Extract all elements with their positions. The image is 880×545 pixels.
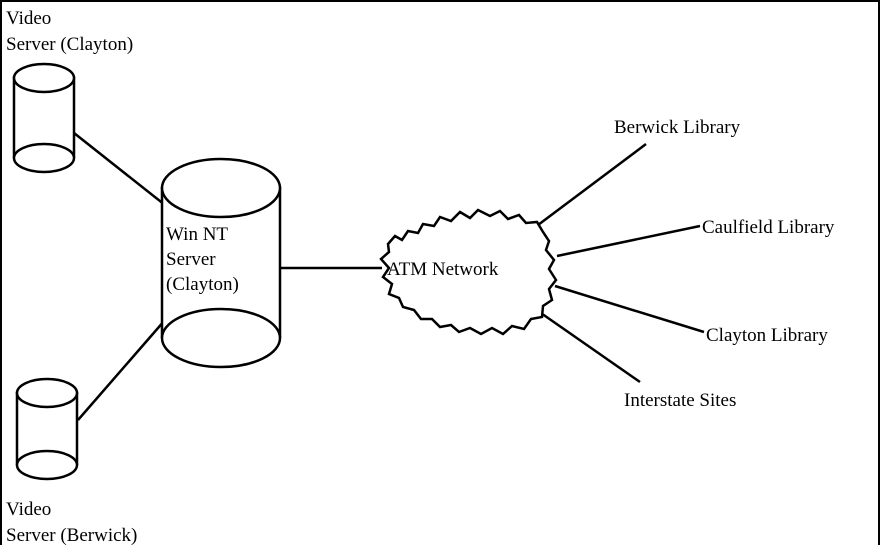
atm-network-cloud bbox=[379, 208, 558, 336]
video-server-clayton-cylinder bbox=[12, 62, 76, 174]
nt-server-label: Win NT Server (Clayton) bbox=[166, 224, 239, 295]
edge-atm-to-caulfield bbox=[556, 224, 701, 258]
video-server-berwick-label: Video Server (Berwick) bbox=[6, 499, 137, 545]
clayton-library-label: Clayton Library bbox=[706, 325, 828, 346]
atm-network-label: ATM Network bbox=[387, 259, 499, 280]
edge-video-berwick-to-nt bbox=[77, 319, 166, 421]
edge-atm-to-berwick bbox=[537, 143, 647, 226]
edge-atm-to-clayton bbox=[554, 284, 705, 334]
video-server-clayton-label: Video Server (Clayton) bbox=[6, 8, 133, 55]
caulfield-library-label: Caulfield Library bbox=[702, 217, 835, 238]
interstate-sites-label: Interstate Sites bbox=[624, 390, 736, 411]
nt-server-cylinder bbox=[160, 157, 282, 369]
edge-video-clayton-to-nt bbox=[73, 132, 166, 206]
video-server-berwick-cylinder bbox=[15, 377, 79, 481]
berwick-library-label: Berwick Library bbox=[614, 117, 741, 138]
edge-atm-to-interstate bbox=[537, 309, 641, 384]
